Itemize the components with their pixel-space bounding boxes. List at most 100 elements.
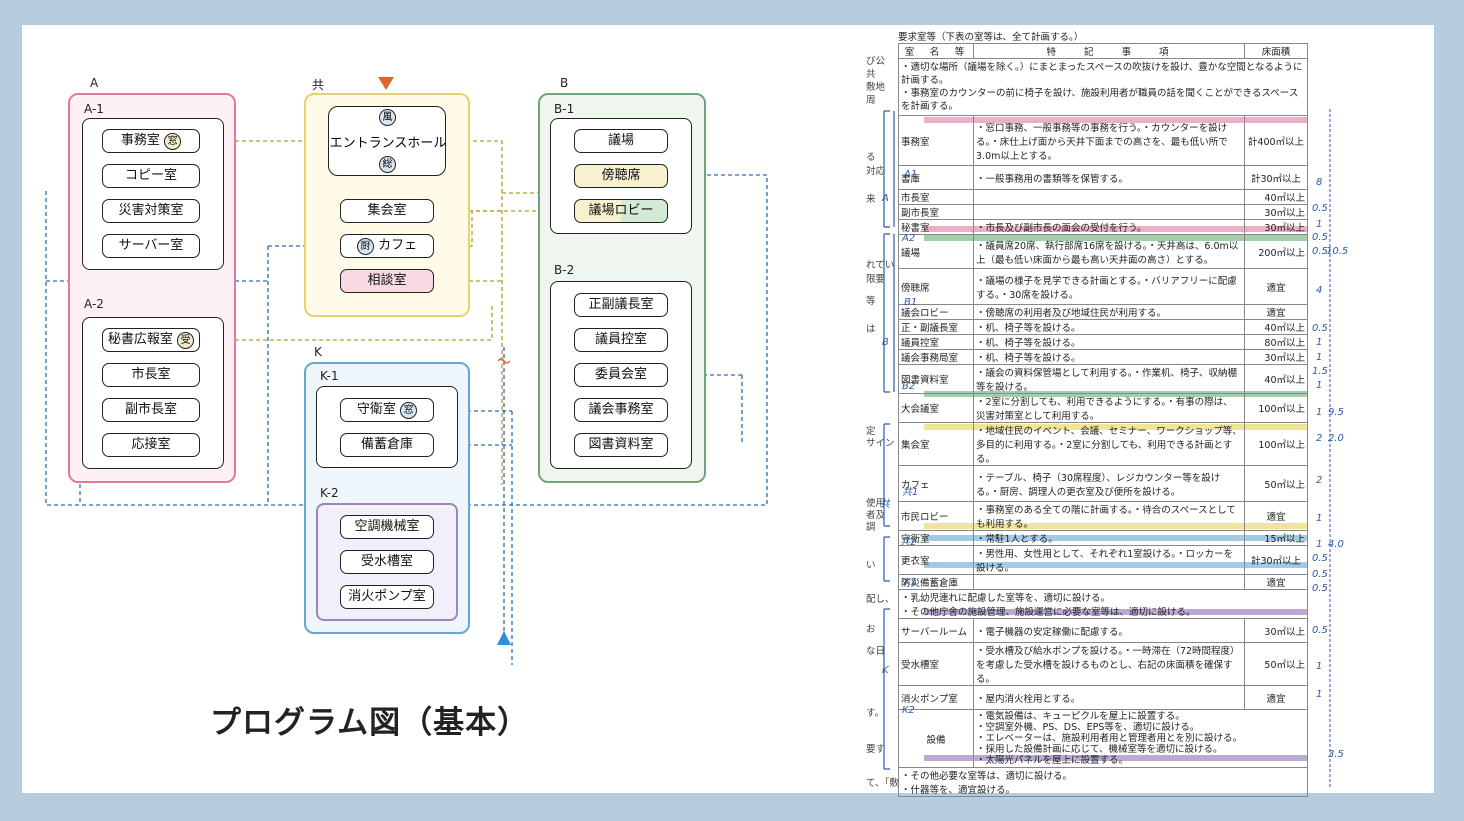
room-entrance: 風 エントランスホール 総	[328, 106, 446, 176]
table-cell: 40㎡以上	[1244, 319, 1308, 335]
table-cell: 書庫	[898, 165, 974, 190]
room-saigai: 災害対策室	[102, 199, 200, 223]
table-row: 受水槽室・受水槽及び給水ポンプを設ける。・一時滞在（72時間程度）を考慮した受水…	[898, 642, 1308, 686]
table-cell: 30㎡以上	[1244, 618, 1308, 643]
group-b-label: B	[560, 76, 569, 90]
table-cell: サーバールーム	[898, 618, 974, 643]
table-cell: 集会室	[898, 422, 974, 466]
table-cell	[973, 204, 1245, 220]
table-cell: カフェ	[898, 465, 974, 502]
table-row: 守衛室・常駐1人とする。15㎡以上	[898, 530, 1308, 546]
zone-a1-label: A-1	[84, 102, 104, 116]
table-cell: ・机、椅子等を設ける。	[973, 349, 1245, 365]
table-cell: 消火ポンプ室	[898, 685, 974, 710]
slide: A A-1 事務室 窓 コピー室 災害対策室 サーバー室 A-2 秘書広報室 受…	[22, 25, 1434, 797]
table-cell: 適宜	[1244, 574, 1308, 590]
table-cell: ・男性用、女性用として、それぞれ1室設ける。・ロッカーを設ける。	[973, 545, 1245, 575]
table-setsubi-row: 設備 ・電気設備は、キューピクルを屋上に設置する。・空調室外機、PS、DS、EP…	[898, 709, 1308, 768]
room-seifuku: 正副議長室	[574, 293, 668, 317]
room-jimushitsu: 事務室 窓	[102, 129, 200, 153]
group-k-label: K	[314, 345, 322, 359]
table-cell: ・電子機器の安定稼働に配慮する。	[973, 618, 1245, 643]
table-cell: 100㎡以上	[1244, 393, 1308, 423]
table-cell: 30㎡以上	[1244, 349, 1308, 365]
table-cell: 適宜	[1244, 501, 1308, 531]
left-margin-text: び公共敷地周	[866, 56, 886, 106]
table-cell	[973, 189, 1245, 205]
room-copy: コピー室	[102, 164, 200, 188]
table-cell: 40㎡以上	[1244, 364, 1308, 394]
table-cell: ・机、椅子等を設ける。	[973, 334, 1245, 350]
general-badge: 総	[379, 156, 396, 173]
table-cell: 80㎡以上	[1244, 334, 1308, 350]
table-row: 更衣室・男性用、女性用として、それぞれ1室設ける。・ロッカーを設ける。計30㎡以…	[898, 545, 1308, 575]
kitchen-badge: 厨	[356, 238, 374, 255]
table-cell: 適宜	[1244, 304, 1308, 320]
table-misc-row: ・乳幼児連れに配慮した室等を、適切に設ける。・その他庁舎の施設管理、施設運営に必…	[898, 589, 1308, 619]
table-cell: 30㎡以上	[1244, 219, 1308, 235]
table-cell: ・議場の様子を見学できる計画とする。・バリアフリーに配慮する。・30席を設ける。	[973, 268, 1245, 305]
table-header-row: 室 名 等 特 記 事 項 床面積	[898, 43, 1308, 59]
handwritten-brackets	[883, 110, 895, 770]
table-cell: 適宜	[1244, 268, 1308, 305]
table-cell: ・窓口事務、一般事務等の事務を行う。・カウンターを設ける。・床仕上げ面から天井下…	[973, 115, 1245, 166]
table-cell: ・その他必要な室等は、適切に設ける。・什器等を、適宜設ける。	[898, 767, 1308, 797]
exit-marker	[497, 631, 511, 645]
table-cell: ・適切な場所（議場を除く。）にまとまったスペースの吹抜けを設け、豊かな空間となる…	[898, 58, 1308, 116]
group-a-label: A	[90, 76, 99, 90]
zone-k1-label: K-1	[320, 369, 339, 383]
table-cell: ・机、椅子等を設ける。	[973, 319, 1245, 335]
table-row: 議員控室・机、椅子等を設ける。80㎡以上	[898, 334, 1308, 350]
table-row: 防災備蓄倉庫適宜	[898, 574, 1308, 590]
requirements-table-panel: 要求室等（下表の室等は、全て計画する。） 室 名 等 特 記 事 項 床面積 ・…	[866, 29, 1412, 797]
table-row: 議会事務局室・机、椅子等を設ける。30㎡以上	[898, 349, 1308, 365]
table-row: 議場・議員席20席、執行部席16席を設ける。・天井高は、6.0m以上（最も低い床…	[898, 234, 1308, 269]
table-row: 書庫・一般事務用の書類等を保管する。計30㎡以上	[898, 165, 1308, 190]
table-footer-row: ・その他必要な室等は、適切に設ける。・什器等を、適宜設ける。	[898, 767, 1308, 797]
table-cell: 40㎡以上	[1244, 189, 1308, 205]
table-cell	[973, 574, 1245, 590]
table-row: 図書資料室・議会の資料保管場として利用する。・作業机、椅子、収納棚等を設ける。4…	[898, 364, 1308, 394]
zone-a2-label: A-2	[84, 297, 104, 311]
zone-k2-label: K-2	[320, 486, 339, 500]
requirements-table: 室 名 等 特 記 事 項 床面積 ・適切な場所（議場を除く。）にまとまったスペ…	[898, 43, 1308, 797]
table-cell: ・受水槽及び給水ポンプを設ける。・一時滞在（72時間程度）を考慮した受水槽を設け…	[973, 642, 1245, 686]
room-shicho: 市長室	[102, 363, 200, 387]
slide-title: プログラム図（基本）	[210, 705, 530, 741]
room-lobby: 議場ロビー	[574, 199, 668, 223]
table-cell: 大会議室	[898, 393, 974, 423]
ventilation-badge: 風	[379, 109, 396, 126]
table-cell: ・議員席20席、執行部席16席を設ける。・天井高は、6.0m以上（最も低い床面か…	[973, 234, 1245, 269]
room-gijo: 議場	[574, 129, 668, 153]
room-bochoseki: 傍聴席	[574, 164, 668, 188]
table-cell: ・一般事務用の書類等を保管する。	[973, 165, 1245, 190]
room-iin: 委員会室	[574, 363, 668, 387]
table-intro-row: ・適切な場所（議場を除く。）にまとまったスペースの吹抜けを設け、豊かな空間となる…	[898, 58, 1308, 116]
room-server: サーバー室	[102, 234, 200, 258]
table-cell: ・市長及び副市長の面会の受付を行う。	[973, 219, 1245, 235]
room-tosho: 図書資料室	[574, 433, 668, 457]
table-cell: 図書資料室	[898, 364, 974, 394]
room-bichiku: 備蓄倉庫	[340, 433, 434, 457]
table-row: 消火ポンプ室・屋内消火栓用とする。適宜	[898, 685, 1308, 710]
room-osetsu: 応接室	[102, 433, 200, 457]
table-cell: ・地域住民のイベント、会議、セミナー、ワークショップ等、多目的に利用する。・2室…	[973, 422, 1245, 466]
table-cell: 50㎡以上	[1244, 642, 1308, 686]
table-row: サーバールーム・電子機器の安定稼働に配慮する。30㎡以上	[898, 618, 1308, 643]
table-row: 市民ロビー・事務室のある全ての階に計画する。・待合のスペースとしても利用する。適…	[898, 501, 1308, 531]
room-cafe: 厨 カフェ	[340, 234, 434, 258]
room-shoka: 消火ポンプ室	[340, 585, 434, 609]
room-jimukyoku: 議会事務室	[574, 398, 668, 422]
room-kucho: 空調機械室	[340, 515, 434, 539]
table-row: 大会議室・2室に分割しても、利用できるようにする。・有事の際は、災害対策室として…	[898, 393, 1308, 423]
table-row: 傍聴席・議場の様子を見学できる計画とする。・バリアフリーに配慮する。・30席を設…	[898, 268, 1308, 305]
table-cell: 適宜	[1244, 685, 1308, 710]
table-cell: 15㎡以上	[1244, 530, 1308, 546]
group-kyo-label: 共	[312, 78, 325, 92]
table-cell: 計30㎡以上	[1244, 165, 1308, 190]
table-row: 正・副議長室・机、椅子等を設ける。40㎡以上	[898, 319, 1308, 335]
table-cell: ・乳幼児連れに配慮した室等を、適切に設ける。・その他庁舎の施設管理、施設運営に必…	[898, 589, 1308, 619]
room-hisho: 秘書広報室 受	[102, 328, 200, 352]
guard-window-badge: 窓	[400, 402, 418, 419]
